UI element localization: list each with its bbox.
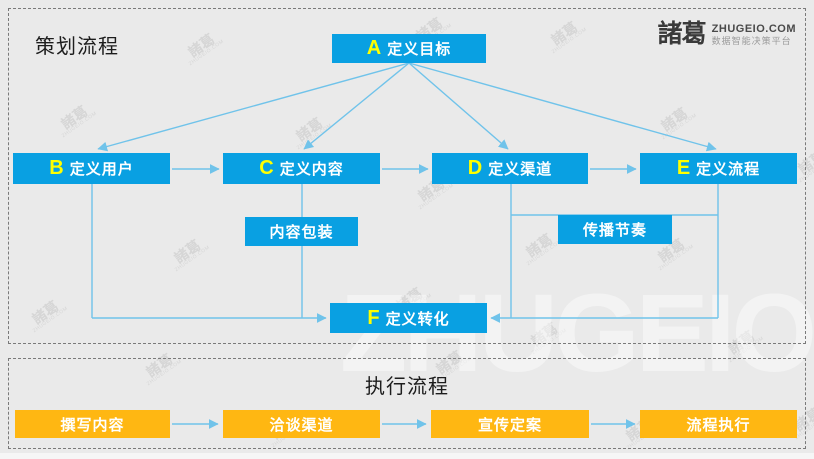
- brand-logo-characters: 諸葛: [657, 20, 707, 48]
- execution-section-frame: [8, 358, 806, 449]
- node-define-conversion: F 定义转化: [330, 303, 487, 333]
- node-letter: D: [467, 157, 483, 179]
- step-label: 流程执行: [686, 416, 751, 434]
- node-label: 传播节奏: [582, 222, 647, 239]
- planning-section-title: 策划流程: [35, 36, 119, 58]
- node-define-process: E 定义流程: [640, 153, 797, 184]
- step-label: 宣传定案: [477, 416, 542, 434]
- node-label: 定义用户: [69, 161, 134, 178]
- planning-section-frame: [8, 8, 806, 344]
- step-write-content: 撰写内容: [15, 410, 170, 438]
- brand-logo: 諸葛 ZHUGEIO.COM 数据智能决策平台: [658, 22, 796, 47]
- brand-logo-tagline: 数据智能决策平台: [711, 35, 792, 46]
- node-content-packaging: 内容包装: [245, 217, 358, 246]
- step-negotiate-channels: 洽谈渠道: [223, 410, 380, 438]
- node-letter: B: [49, 157, 64, 179]
- node-define-channel: D 定义渠道: [432, 153, 588, 184]
- node-letter: F: [367, 306, 380, 329]
- step-finalize-promotion: 宣传定案: [431, 410, 589, 438]
- node-label: 定义渠道: [488, 161, 553, 178]
- brand-logo-domain: ZHUGEIO.COM: [711, 23, 796, 35]
- node-label: 定义流程: [696, 161, 761, 178]
- step-label: 洽谈渠道: [269, 416, 334, 434]
- node-letter: E: [676, 157, 691, 179]
- node-label: 定义转化: [385, 310, 450, 328]
- node-label: 定义目标: [387, 41, 452, 58]
- node-define-user: B 定义用户: [13, 153, 170, 184]
- node-letter: A: [366, 37, 382, 59]
- node-define-goal: A 定义目标: [332, 34, 486, 63]
- execution-section-title: 执行流程: [365, 376, 449, 398]
- node-letter: C: [259, 157, 274, 179]
- node-define-content: C 定义内容: [223, 153, 380, 184]
- step-label: 撰写内容: [60, 416, 125, 434]
- node-label: 内容包装: [269, 224, 334, 241]
- step-execute-process: 流程执行: [640, 410, 797, 438]
- node-communication-rhythm: 传播节奏: [558, 215, 672, 244]
- node-label: 定义内容: [279, 161, 344, 178]
